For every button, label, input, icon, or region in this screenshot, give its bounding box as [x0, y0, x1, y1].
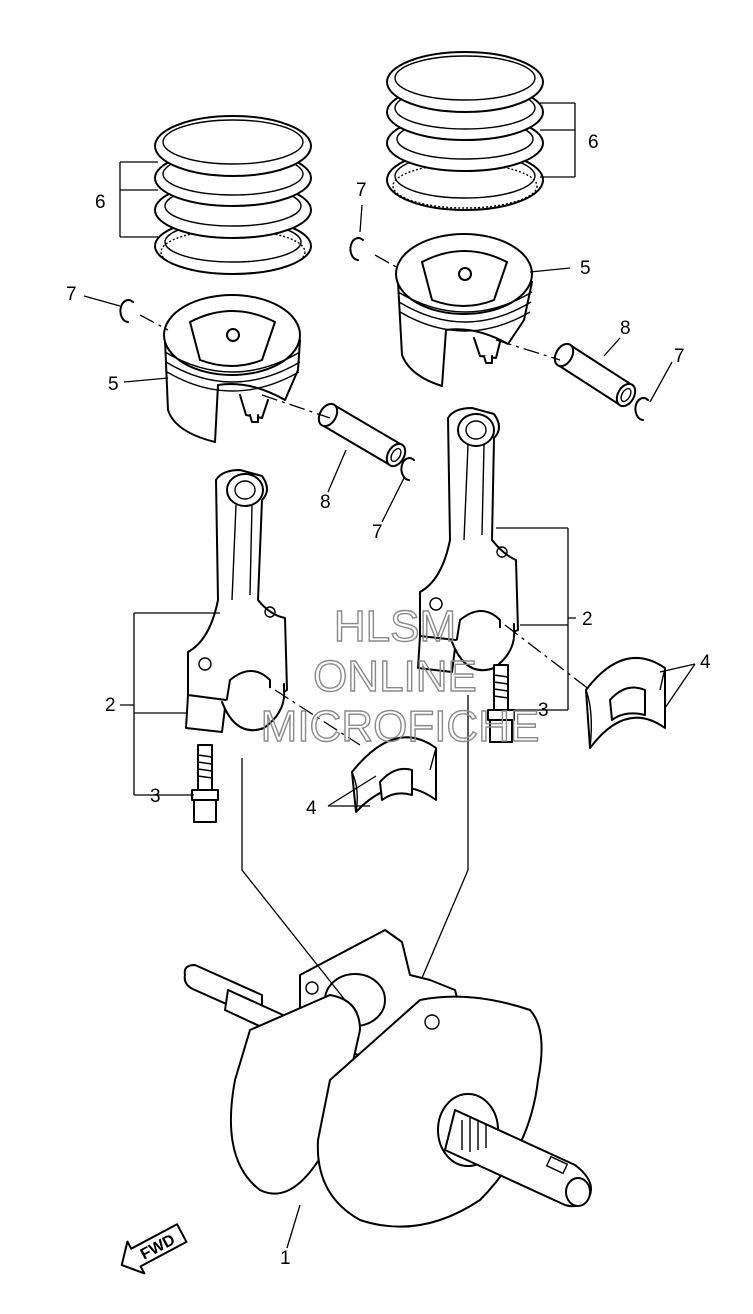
- circlips: [119, 237, 649, 481]
- callout-8-right: 8: [620, 318, 631, 339]
- callout-5-right: 5: [580, 258, 591, 279]
- callout-4-right: 4: [700, 652, 711, 673]
- callout-labels: 1 2 2 3 3 4 4 5 5 6 6 7 7 7 7 8 8: [66, 132, 711, 1269]
- callout-7-a: 7: [66, 284, 77, 305]
- piston-pin-right: [553, 342, 637, 408]
- watermark-line-2: ONLINE: [313, 652, 477, 701]
- bearing-left: [351, 736, 437, 813]
- callout-6-right: 6: [588, 132, 599, 153]
- conrod-bolt-left: [191, 744, 219, 823]
- callout-8-left: 8: [320, 492, 331, 513]
- connecting-rod-left: [185, 469, 288, 733]
- fwd-arrow-icon: FWD: [120, 1223, 188, 1275]
- callout-4-left: 4: [306, 798, 317, 819]
- callout-1: 1: [280, 1248, 291, 1269]
- callout-7-b: 7: [356, 180, 367, 201]
- watermark-line-1: HLSM: [334, 602, 456, 651]
- callout-7-c: 7: [372, 522, 383, 543]
- callout-2-left: 2: [105, 695, 116, 716]
- leader-lines: [83, 204, 696, 1249]
- assembly-lines: [139, 254, 591, 1001]
- bearing-right: [585, 656, 666, 749]
- callout-3-left: 3: [150, 786, 161, 807]
- piston-right: [395, 233, 533, 387]
- watermark-line-3: MICROFICHE: [261, 702, 540, 751]
- piston-rings-right: [386, 51, 576, 211]
- callout-6-left: 6: [95, 192, 106, 213]
- watermark: HLSM ONLINE MICROFICHE: [260, 601, 540, 751]
- piston-left: [163, 294, 301, 443]
- crankshaft: [183, 929, 592, 1228]
- callout-2-right: 2: [582, 609, 593, 630]
- conrod-bolt-right: [487, 664, 515, 743]
- callout-7-d: 7: [674, 346, 685, 367]
- callout-3-right: 3: [538, 700, 549, 721]
- piston-rings-left: [119, 115, 312, 275]
- piston-pin-left: [317, 402, 407, 468]
- callout-5-left: 5: [108, 374, 119, 395]
